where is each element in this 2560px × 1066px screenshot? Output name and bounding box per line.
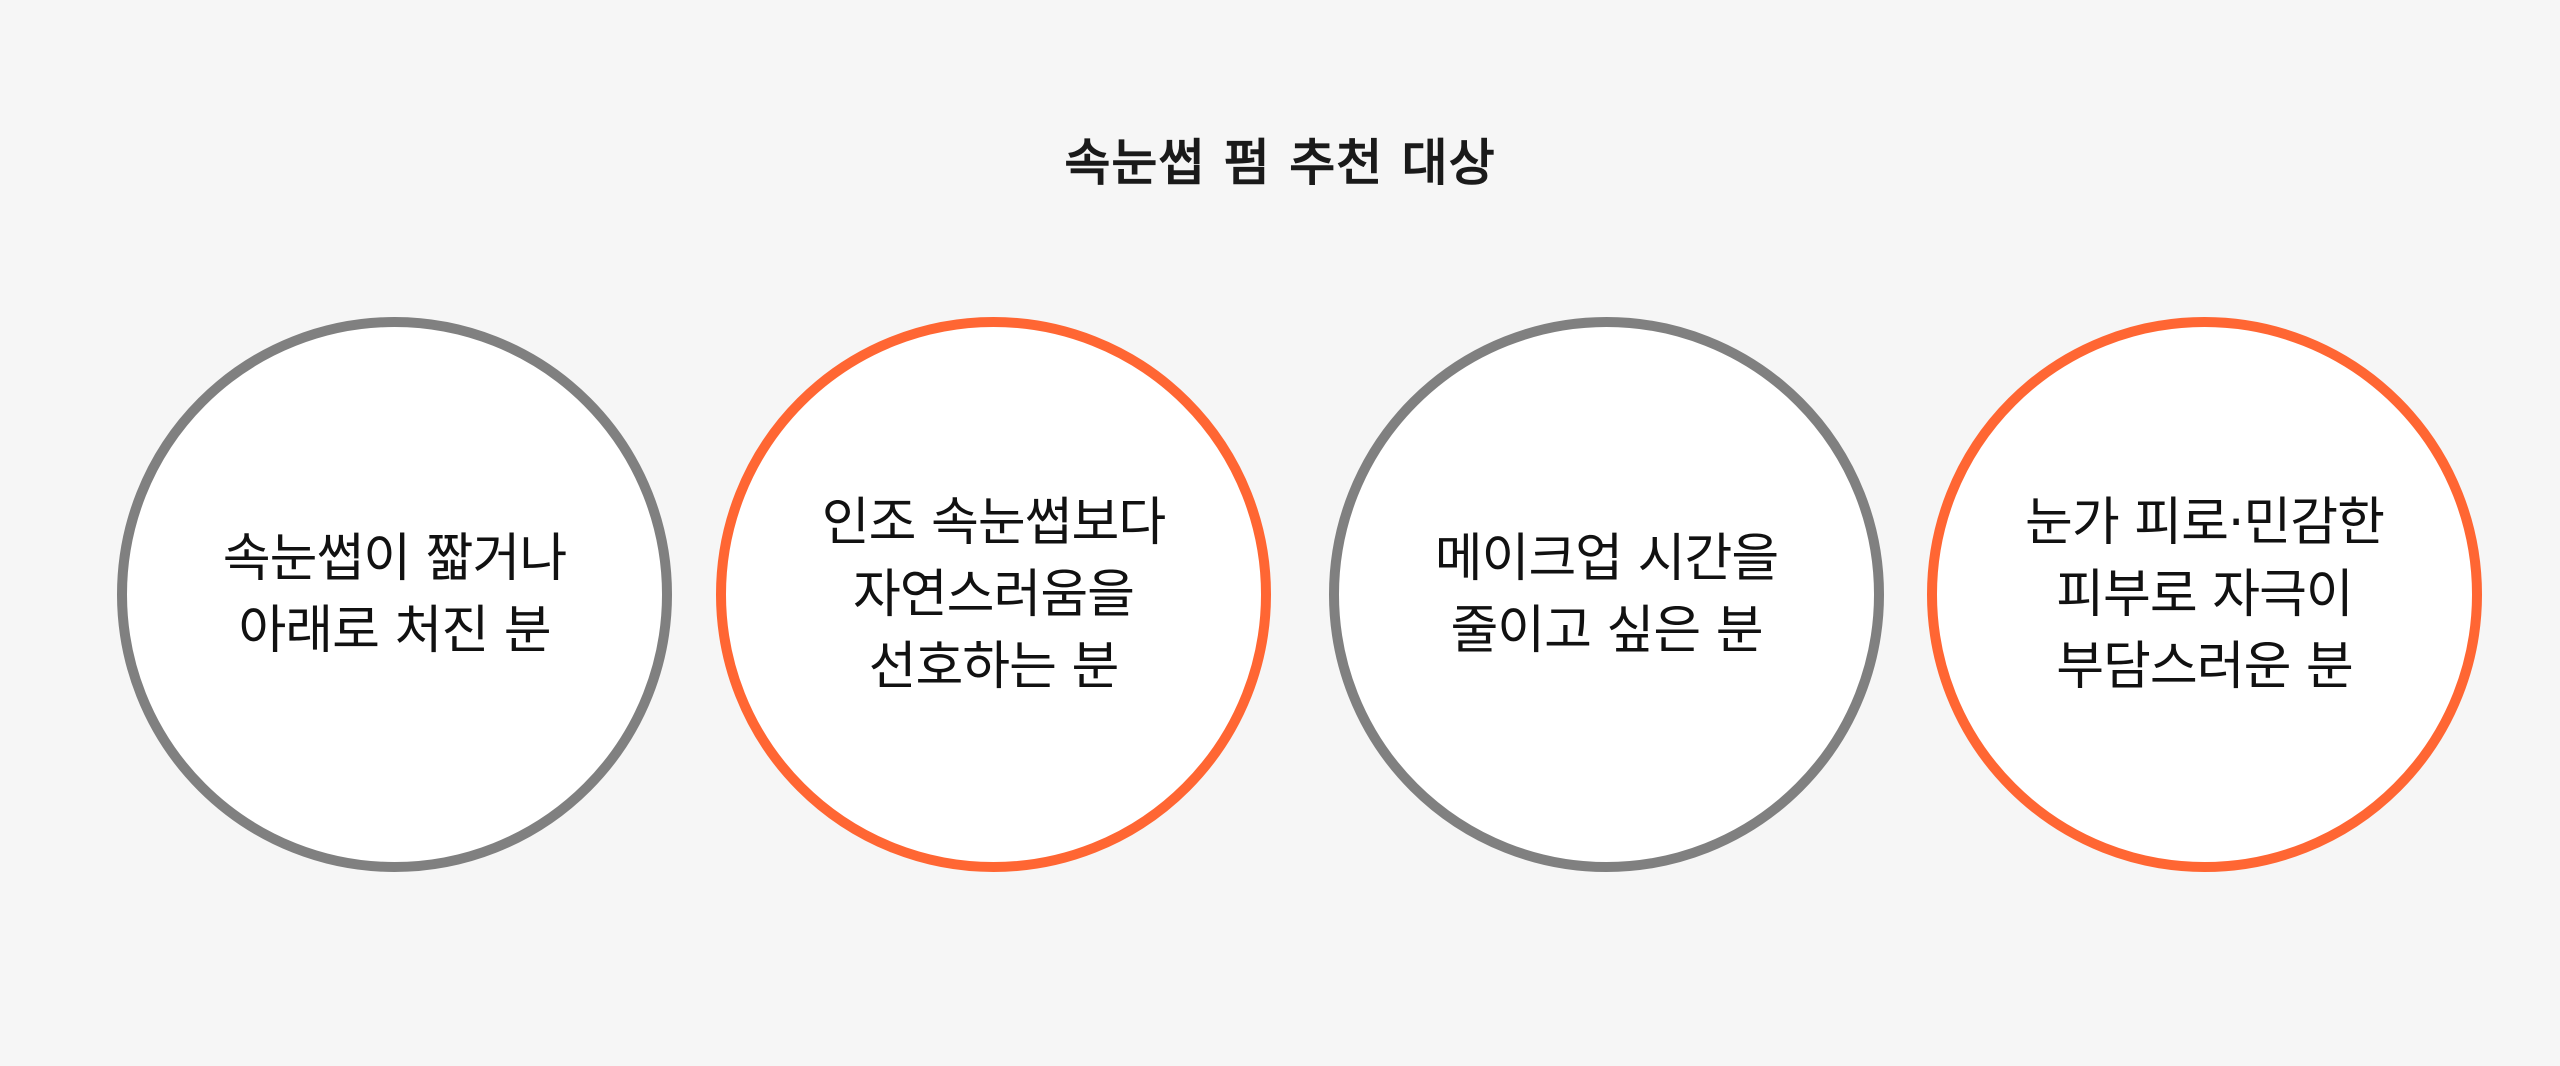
- recommendation-circle-1: 속눈썹이 짧거나 아래로 처진 분: [117, 317, 672, 872]
- circle-text-line: 아래로 처진 분: [238, 600, 551, 661]
- recommendation-circles: 속눈썹이 짧거나 아래로 처진 분 인조 속눈썹보다 자연스러움을 선호하는 분…: [0, 317, 2560, 873]
- circle-text-line: 속눈썹이 짧거나: [222, 528, 567, 589]
- recommendation-circle-3: 메이크업 시간을 줄이고 싶은 분: [1329, 317, 1884, 872]
- circle-text: 속눈썹이 짧거나 아래로 처진 분: [222, 523, 567, 667]
- circle-text-line: 자연스러움을: [852, 564, 1135, 625]
- circle-text: 눈가 피로·민감한 피부로 자극이 부담스러운 분: [2025, 487, 2385, 703]
- page-title: 속눈썹 펌 추천 대상: [1064, 133, 1496, 192]
- circle-text-line: 선호하는 분: [868, 636, 1120, 697]
- circle-text-line: 줄이고 싶은 분: [1450, 600, 1763, 661]
- circle-text-line: 눈가 피로·민감한: [2025, 492, 2385, 553]
- circle-text-line: 인조 속눈썹보다: [821, 492, 1166, 553]
- recommendation-circle-4: 눈가 피로·민감한 피부로 자극이 부담스러운 분: [1927, 317, 2482, 872]
- circle-text-line: 부담스러운 분: [2056, 636, 2354, 697]
- circle-text-line: 피부로 자극이: [2056, 564, 2354, 625]
- recommendation-circle-2: 인조 속눈썹보다 자연스러움을 선호하는 분: [716, 317, 1271, 872]
- circle-text-line: 메이크업 시간을: [1434, 528, 1779, 589]
- circle-text: 메이크업 시간을 줄이고 싶은 분: [1434, 523, 1779, 667]
- circle-text: 인조 속눈썹보다 자연스러움을 선호하는 분: [821, 487, 1166, 703]
